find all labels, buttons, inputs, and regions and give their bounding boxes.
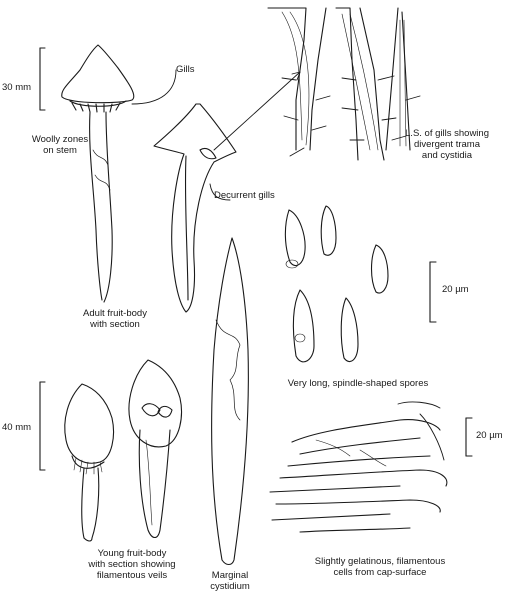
cells-line-1: Slightly gelatinous, filamentous bbox=[314, 556, 446, 567]
scale-bar-20um-cells bbox=[466, 418, 472, 456]
young-section bbox=[129, 360, 181, 538]
gills-label: Gills bbox=[176, 64, 195, 75]
marginal-line-2: cystidium bbox=[210, 581, 250, 592]
marginal-cystidium bbox=[212, 238, 249, 565]
ls-pointer-arrow bbox=[214, 72, 300, 150]
scale-bar-20um-spores bbox=[430, 262, 436, 322]
ls-gills-line-1: L.S. of gills showing bbox=[405, 128, 489, 139]
cells-line-2: cells from cap-surface bbox=[333, 567, 427, 578]
ls-gill-section bbox=[268, 8, 420, 160]
young-fruit-body bbox=[65, 384, 114, 541]
scale-label-20um-spores: 20 µm bbox=[442, 284, 469, 295]
scale-label-30mm: 30 mm bbox=[2, 82, 32, 93]
ls-gills-line-3: and cystidia bbox=[421, 150, 473, 161]
decurrent-gills-pointer bbox=[210, 184, 230, 200]
decurrent-gills-label: Decurrent gills bbox=[214, 190, 275, 201]
adult-fruit-body bbox=[62, 45, 134, 302]
spores-label: Very long, spindle-shaped spores bbox=[287, 378, 429, 389]
scale-label-20um-cells: 20 µm bbox=[476, 430, 503, 441]
ls-gills-line-2: divergent trama bbox=[413, 139, 480, 150]
adult-section bbox=[154, 104, 236, 312]
young-line-3: filamentous veils bbox=[96, 570, 168, 581]
scale-bar-40mm bbox=[40, 382, 45, 470]
woolly-zones-line-1: Woolly zones bbox=[31, 134, 89, 145]
adult-label: Adult fruit-body with section bbox=[60, 308, 170, 330]
young-line-2: with section showing bbox=[88, 559, 176, 570]
marginal-cystidium-label: Marginal cystidium bbox=[190, 570, 270, 592]
woolly-zones-label: Woolly zones on stem bbox=[20, 134, 100, 156]
young-label: Young fruit-body with section showing fi… bbox=[62, 548, 202, 581]
adult-line-2: with section bbox=[90, 319, 140, 330]
scale-label-40mm: 40 mm bbox=[2, 422, 32, 433]
young-line-1: Young fruit-body bbox=[97, 548, 167, 559]
marginal-line-1: Marginal bbox=[211, 570, 249, 581]
woolly-zones-line-2: on stem bbox=[43, 145, 77, 156]
cells-label: Slightly gelatinous, filamentous cells f… bbox=[290, 556, 470, 578]
ls-gills-label: L.S. of gills showing divergent trama an… bbox=[388, 128, 506, 161]
adult-line-1: Adult fruit-body bbox=[83, 308, 147, 319]
cap-surface-cells bbox=[270, 402, 447, 532]
scale-bar-30mm bbox=[40, 48, 45, 110]
spores bbox=[285, 206, 388, 362]
